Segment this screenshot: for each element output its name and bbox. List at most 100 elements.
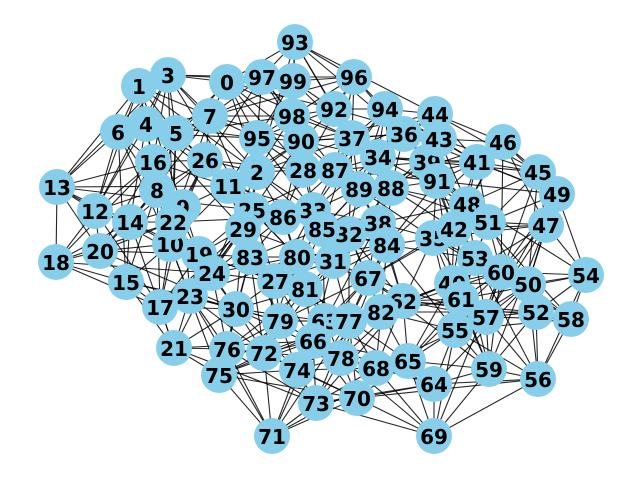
node-circle-61 xyxy=(443,281,479,317)
node-label-72: 72 xyxy=(250,342,278,366)
node-15: 15 xyxy=(108,264,144,300)
node-circle-5 xyxy=(158,115,194,151)
node-50: 50 xyxy=(510,266,546,302)
node-circle-73 xyxy=(298,385,334,421)
node-label-91: 91 xyxy=(423,170,451,194)
node-label-34: 34 xyxy=(364,146,392,170)
node-69: 69 xyxy=(416,418,452,454)
node-circle-71 xyxy=(254,418,290,454)
node-89: 89 xyxy=(341,171,377,207)
node-29: 29 xyxy=(225,211,261,247)
node-label-93: 93 xyxy=(281,31,309,55)
node-88: 88 xyxy=(373,170,409,206)
node-label-75: 75 xyxy=(205,364,233,388)
node-label-36: 36 xyxy=(390,123,418,147)
edge-69-60 xyxy=(433,271,502,437)
node-18: 18 xyxy=(38,244,74,280)
node-label-22: 22 xyxy=(159,211,187,235)
edge-69-56 xyxy=(433,378,539,437)
node-circle-30 xyxy=(218,291,254,327)
node-label-82: 82 xyxy=(367,301,395,325)
node-94: 94 xyxy=(367,91,403,127)
node-label-59: 59 xyxy=(475,358,503,382)
node-label-90: 90 xyxy=(287,130,315,154)
node-92: 92 xyxy=(316,91,352,127)
node-label-2: 2 xyxy=(250,161,264,185)
edge-41-84 xyxy=(386,161,478,246)
edge-46-60 xyxy=(500,141,504,273)
node-circle-78 xyxy=(323,340,359,376)
node-circle-68 xyxy=(358,350,394,386)
node-77: 77 xyxy=(331,303,367,339)
node-label-15: 15 xyxy=(112,271,140,295)
node-circle-37 xyxy=(334,120,370,156)
node-label-50: 50 xyxy=(514,273,542,297)
node-label-13: 13 xyxy=(43,176,71,200)
node-label-55: 55 xyxy=(441,319,469,343)
node-circle-11 xyxy=(210,168,246,204)
node-circle-34 xyxy=(360,139,396,175)
node-label-5: 5 xyxy=(169,122,183,146)
node-60: 60 xyxy=(483,254,519,290)
node-circle-94 xyxy=(367,91,403,127)
node-11: 11 xyxy=(210,168,246,204)
node-circle-74 xyxy=(279,352,315,388)
node-circle-57 xyxy=(468,299,504,335)
edge-55-84 xyxy=(386,244,456,331)
node-label-52: 52 xyxy=(522,301,550,325)
node-label-70: 70 xyxy=(343,387,371,411)
node-label-14: 14 xyxy=(116,211,144,235)
node-label-96: 96 xyxy=(340,66,368,90)
node-label-21: 21 xyxy=(160,337,188,361)
node-85: 85 xyxy=(304,211,340,247)
node-circle-4 xyxy=(128,106,164,142)
node-circle-23 xyxy=(172,278,208,314)
node-label-61: 61 xyxy=(447,288,475,312)
node-circle-13 xyxy=(39,169,75,205)
edge-45-34 xyxy=(377,156,539,173)
node-label-66: 66 xyxy=(299,330,327,354)
node-label-76: 76 xyxy=(213,338,241,362)
node-37: 37 xyxy=(334,120,370,156)
node-circle-0 xyxy=(209,64,245,100)
node-circle-44 xyxy=(417,96,453,132)
node-layer: 0123456789101112131415161718192021222324… xyxy=(38,24,604,454)
node-5: 5 xyxy=(158,115,194,151)
node-circle-20 xyxy=(82,233,118,269)
node-1: 1 xyxy=(121,68,157,104)
node-circle-77 xyxy=(331,303,367,339)
node-circle-93 xyxy=(277,24,313,60)
node-label-73: 73 xyxy=(302,392,330,416)
node-circle-3 xyxy=(150,57,186,93)
node-label-23: 23 xyxy=(176,285,204,309)
node-46: 46 xyxy=(485,124,521,160)
node-49: 49 xyxy=(539,176,575,212)
edge-98-5 xyxy=(175,115,293,134)
node-circle-69 xyxy=(416,418,452,454)
node-label-44: 44 xyxy=(421,103,449,127)
node-72: 72 xyxy=(246,335,282,371)
node-67: 67 xyxy=(350,260,386,296)
node-70: 70 xyxy=(339,380,375,416)
node-label-81: 81 xyxy=(291,278,319,302)
node-82: 82 xyxy=(363,294,399,330)
node-circle-36 xyxy=(386,116,422,152)
node-71: 71 xyxy=(254,418,290,454)
edge-96-7 xyxy=(209,76,355,117)
node-circle-21 xyxy=(156,330,192,366)
node-label-84: 84 xyxy=(373,234,401,258)
node-47: 47 xyxy=(528,207,564,243)
node-circle-14 xyxy=(112,204,148,240)
node-34: 34 xyxy=(360,139,396,175)
node-label-42: 42 xyxy=(440,218,468,242)
node-circle-66 xyxy=(295,323,331,359)
node-59: 59 xyxy=(471,351,507,387)
node-circle-70 xyxy=(339,380,375,416)
node-label-30: 30 xyxy=(222,298,250,322)
node-circle-24 xyxy=(194,255,230,291)
node-label-94: 94 xyxy=(371,98,399,122)
node-21: 21 xyxy=(156,330,192,366)
node-circle-80 xyxy=(279,239,315,275)
node-label-28: 28 xyxy=(289,159,317,183)
